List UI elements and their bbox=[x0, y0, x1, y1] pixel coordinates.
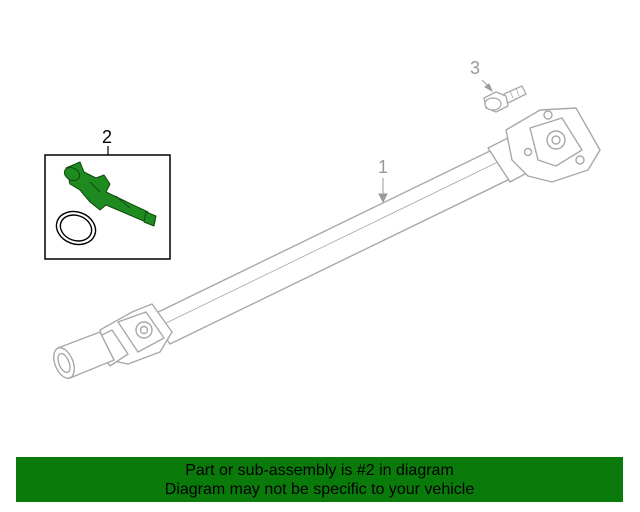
joint-pin-icon bbox=[63, 161, 157, 227]
leader-3 bbox=[481, 79, 494, 93]
driveshaft-icon[interactable] bbox=[50, 107, 601, 381]
flange-bolt-icon[interactable] bbox=[483, 85, 527, 113]
callout-3: 3 bbox=[470, 58, 481, 78]
callout-2: 2 bbox=[102, 127, 113, 147]
banner-line-2: Diagram may not be specific to your vehi… bbox=[164, 480, 475, 498]
banner-background bbox=[16, 457, 623, 502]
notice-banner: Part or sub-assembly is #2 in diagram Di… bbox=[16, 457, 623, 502]
o-ring-icon bbox=[55, 210, 97, 246]
callout-1: 1 bbox=[378, 157, 389, 177]
kit-box[interactable] bbox=[44, 146, 171, 260]
leader-1 bbox=[378, 178, 388, 204]
banner-line-1: Part or sub-assembly is #2 in diagram bbox=[185, 461, 454, 479]
